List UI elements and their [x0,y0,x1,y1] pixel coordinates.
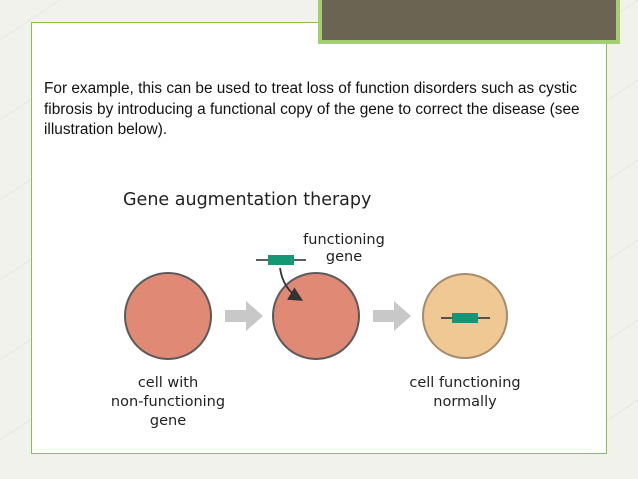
diagram-title: Gene augmentation therapy [123,190,371,210]
cell1-label-line2: non-functioning [111,394,225,410]
cell1-label-line1: cell with [138,375,198,391]
cell1-label-line3: gene [150,413,186,429]
process-arrow-1 [225,301,263,331]
title-bar [318,0,620,44]
insertion-arrow [279,267,304,301]
cell3-label-line1: cell functioning [409,375,520,391]
functioning-gene-icon [268,255,294,265]
cell-non-functioning [124,272,212,360]
content-frame [31,22,607,454]
body-text: For example, this can be used to treat l… [44,80,580,138]
cell3-label-line2: normally [433,394,497,410]
gene-label-line1: functioning [303,232,385,248]
gene-label-line2: gene [326,249,362,265]
inserted-gene-icon [452,313,478,323]
process-arrow-2 [373,301,411,331]
